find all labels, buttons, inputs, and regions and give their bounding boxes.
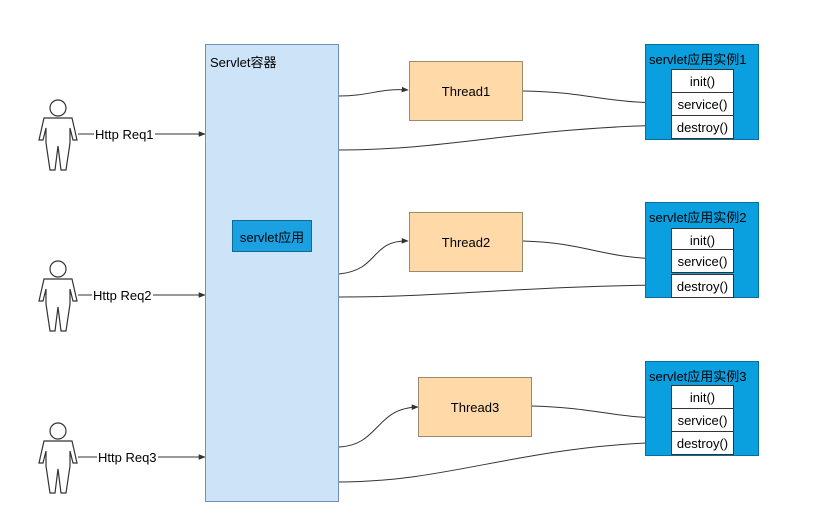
method-init-1: init() <box>671 69 734 93</box>
instance-title-2: servlet应用实例2 <box>649 210 747 225</box>
servlet-instance-1: servlet应用实例1 init() service() destroy() <box>645 44 759 140</box>
servlet-app-label: servlet应用 <box>239 229 305 245</box>
container-title: Servlet容器 <box>210 55 277 70</box>
thread-box-2: Thread2 <box>409 212 523 272</box>
request-label-1: Http Req1 <box>94 127 155 142</box>
servlet-instance-3: servlet应用实例3 init() service() destroy() <box>645 361 759 456</box>
method-service-label: service() <box>677 96 728 112</box>
method-destroy-3: destroy() <box>671 431 734 455</box>
method-destroy-label: destroy() <box>676 278 729 294</box>
thread-label-1: Thread1 <box>441 83 491 99</box>
arrow-to-thread1 <box>338 86 409 97</box>
user-icon-3 <box>38 422 78 494</box>
request-label-3: Http Req3 <box>97 450 158 465</box>
method-service-2: service() <box>671 249 734 273</box>
method-destroy-1: destroy() <box>671 115 734 139</box>
method-destroy-2: destroy() <box>671 274 734 298</box>
method-service-label: service() <box>677 253 728 269</box>
method-service-1: service() <box>671 92 734 116</box>
servlet-container: Servlet容器 <box>205 44 339 502</box>
method-init-label: init() <box>689 73 716 89</box>
user-icon-2 <box>38 260 78 332</box>
method-init-label: init() <box>689 232 716 248</box>
instance-title-1: servlet应用实例1 <box>649 52 747 67</box>
method-destroy-label: destroy() <box>676 435 729 451</box>
instance-title-3: servlet应用实例3 <box>649 369 747 384</box>
user-icon-1 <box>38 99 78 171</box>
thread-box-3: Thread3 <box>418 377 532 437</box>
method-destroy-label: destroy() <box>676 119 729 135</box>
method-service-3: service() <box>671 408 734 432</box>
servlet-instance-2: servlet应用实例2 init() service() destroy() <box>645 202 759 298</box>
servlet-app: servlet应用 <box>232 220 312 252</box>
thread-label-2: Thread2 <box>441 234 491 250</box>
arrow-container-destroy3 <box>338 439 671 483</box>
method-init-2: init() <box>671 228 734 252</box>
thread-box-1: Thread1 <box>409 61 523 121</box>
method-service-label: service() <box>677 412 728 428</box>
method-init-3: init() <box>671 385 734 409</box>
method-init-label: init() <box>689 389 716 405</box>
thread-label-3: Thread3 <box>450 399 500 415</box>
arrow-container-destroy2 <box>338 282 671 298</box>
arrow-to-thread3 <box>338 404 419 448</box>
request-label-2: Http Req2 <box>92 288 153 303</box>
arrow-to-thread2 <box>338 238 409 275</box>
arrow-container-destroy1 <box>338 122 671 151</box>
